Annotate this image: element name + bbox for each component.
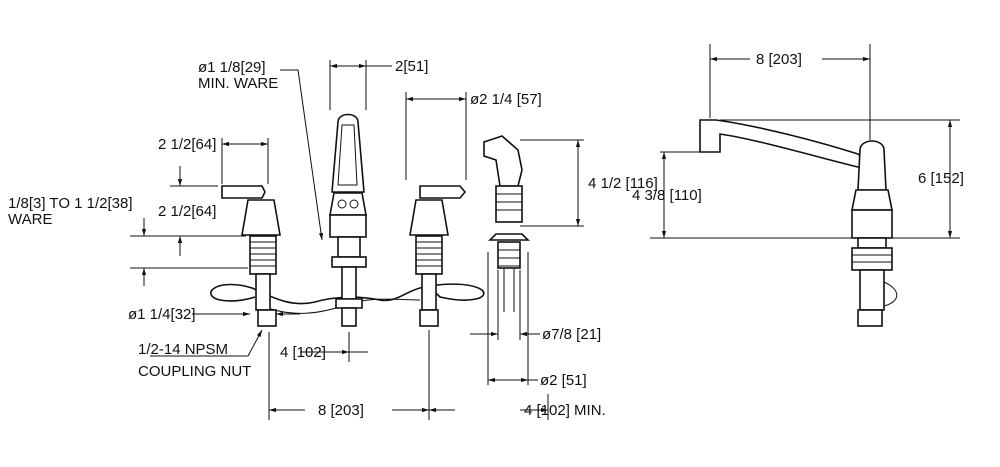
side-spout — [699, 119, 868, 169]
spray-height-label: 4 1/2 [116] — [588, 175, 658, 192]
left-valve — [221, 185, 281, 327]
spray-flange-diameter-label: ø2 [51] — [540, 372, 587, 389]
center-to-supply-label: 4 [102] — [280, 344, 326, 361]
center-spout — [329, 113, 367, 327]
shank-diameter-label: ø1 1/4[32] — [128, 306, 196, 323]
coupling-thread-label: 1/2-14 NPSM — [138, 341, 228, 358]
ware-range-suffix: WARE — [8, 211, 52, 228]
right-valve — [409, 185, 467, 327]
spray-min-spacing-label: 4 [102] MIN. — [524, 402, 606, 419]
handle-height-label: 2 1/2[64] — [158, 203, 216, 220]
spout-reach-label: 8 [203] — [756, 51, 802, 68]
left-handle — [221, 185, 266, 199]
front-dimensions — [130, 60, 584, 420]
coupling-nut-label: COUPLING NUT — [138, 363, 251, 380]
side-spray — [483, 135, 530, 312]
spray-diameter-label: ø2 1/4 [57] — [470, 91, 542, 108]
center-spacing-label: 8 [203] — [318, 402, 364, 419]
handle-width-label: 2 1/2[64] — [158, 136, 216, 153]
right-handle — [419, 185, 467, 199]
front-view: 2[51] ø1 1/8[29] MIN. WARE ø2 1/4 [57] 2… — [8, 58, 658, 420]
min-ware-note: MIN. WARE — [198, 75, 278, 92]
min-ware-diameter-label: ø1 1/8[29] — [198, 59, 266, 76]
side-view: 8 [203] 4 3/8 [110] 6 [152] — [632, 44, 964, 327]
spout-width-label: 2[51] — [395, 58, 428, 75]
spray-shank-diameter-label: ø7/8 [21] — [542, 326, 601, 343]
overall-height-label: 6 [152] — [918, 170, 964, 187]
ware-range-label: 1/8[3] TO 1 1/2[38] — [8, 195, 133, 212]
spout-clearance-label: 4 3/8 [110] — [632, 187, 702, 204]
